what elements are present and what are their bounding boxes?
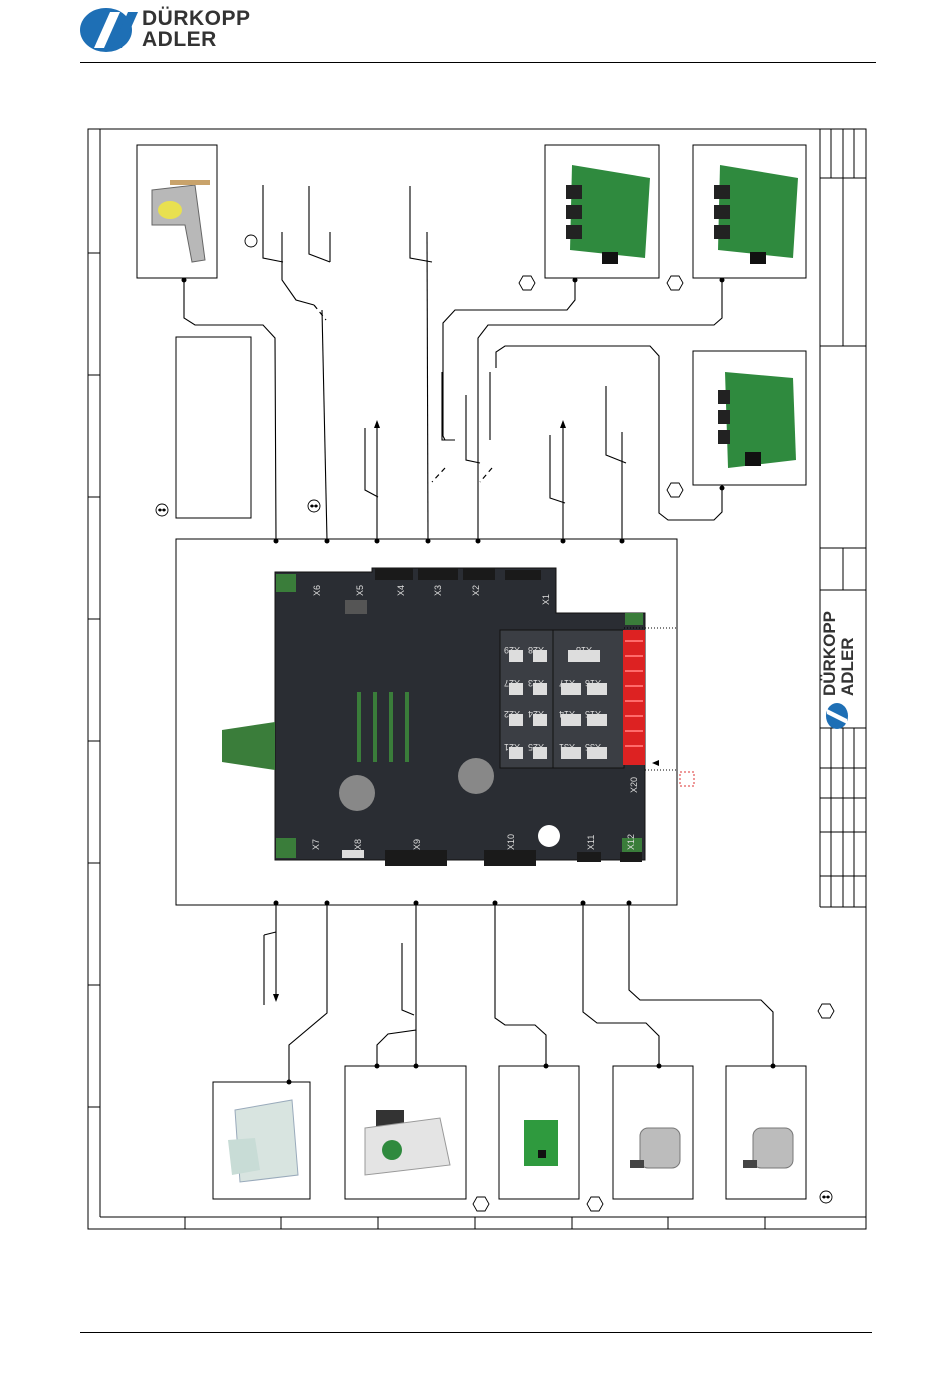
hexagon-marker-icon [818, 1004, 834, 1018]
component-stepper-motor [345, 1066, 466, 1199]
label-x20: X20 [629, 777, 639, 793]
label-x17: X17 [559, 678, 575, 688]
label-x6: X6 [312, 585, 322, 596]
label-x13: X13 [528, 678, 544, 688]
label-x25: X25 [528, 742, 544, 752]
missing-image-marker [680, 772, 694, 786]
label-x18: X18 [576, 645, 592, 655]
label-x31: X31 [559, 742, 575, 752]
label-x1: X1 [541, 594, 551, 605]
label-x22: X22 [504, 709, 520, 719]
title-block-logo-line1: DÜRKOPP [820, 611, 839, 696]
empty-component-box [176, 337, 251, 518]
label-x2: X2 [471, 585, 481, 596]
hexagon-marker-icon [587, 1197, 603, 1211]
component-solenoid-1 [613, 1066, 693, 1199]
label-x29: X29 [504, 645, 520, 655]
plug-symbol-icon [156, 504, 168, 516]
wire-breaks [314, 305, 492, 482]
plug-symbol-icon [308, 500, 320, 512]
hexagon-marker-icon [667, 276, 683, 290]
title-block-logo-line2: ADLER [838, 637, 857, 696]
component-knee-switch [137, 145, 217, 278]
component-pcb-3 [693, 351, 806, 485]
label-x4: X4 [396, 585, 406, 596]
controller-board: X6 X5 X4 X3 X2 X1 X7 X8 X9 X10 X11 X12 X… [222, 568, 694, 866]
component-pcb-1 [545, 145, 659, 278]
label-x12: X12 [626, 834, 636, 850]
component-pcb-2 [693, 145, 806, 278]
label-x14: X14 [559, 709, 575, 719]
label-x3: X3 [433, 585, 443, 596]
component-led-light [213, 1082, 310, 1199]
label-x7: X7 [311, 839, 321, 850]
label-x28: X28 [528, 645, 544, 655]
footer-divider [80, 1332, 872, 1333]
component-sensor-pcb [499, 1066, 579, 1199]
label-x5: X5 [355, 585, 365, 596]
component-solenoid-2 [726, 1066, 806, 1199]
title-block-logo: DÜRKOPP ADLER [820, 611, 857, 729]
label-x15: X15 [585, 709, 601, 719]
plug-symbol-icon [820, 1191, 832, 1203]
label-x21: X21 [504, 742, 520, 752]
hexagon-marker-icon [473, 1197, 489, 1211]
label-x10: X10 [506, 834, 516, 850]
hexagon-marker-icon [667, 483, 683, 497]
label-x27: X27 [504, 678, 520, 688]
circle-marker-icon [245, 235, 257, 247]
label-x8: X8 [353, 839, 363, 850]
label-x24: X24 [528, 709, 544, 719]
hexagon-marker-icon [519, 276, 535, 290]
label-x9: X9 [412, 839, 422, 850]
label-x16: X16 [585, 678, 601, 688]
label-x11: X11 [586, 835, 596, 850]
label-x35: X35 [585, 742, 601, 752]
